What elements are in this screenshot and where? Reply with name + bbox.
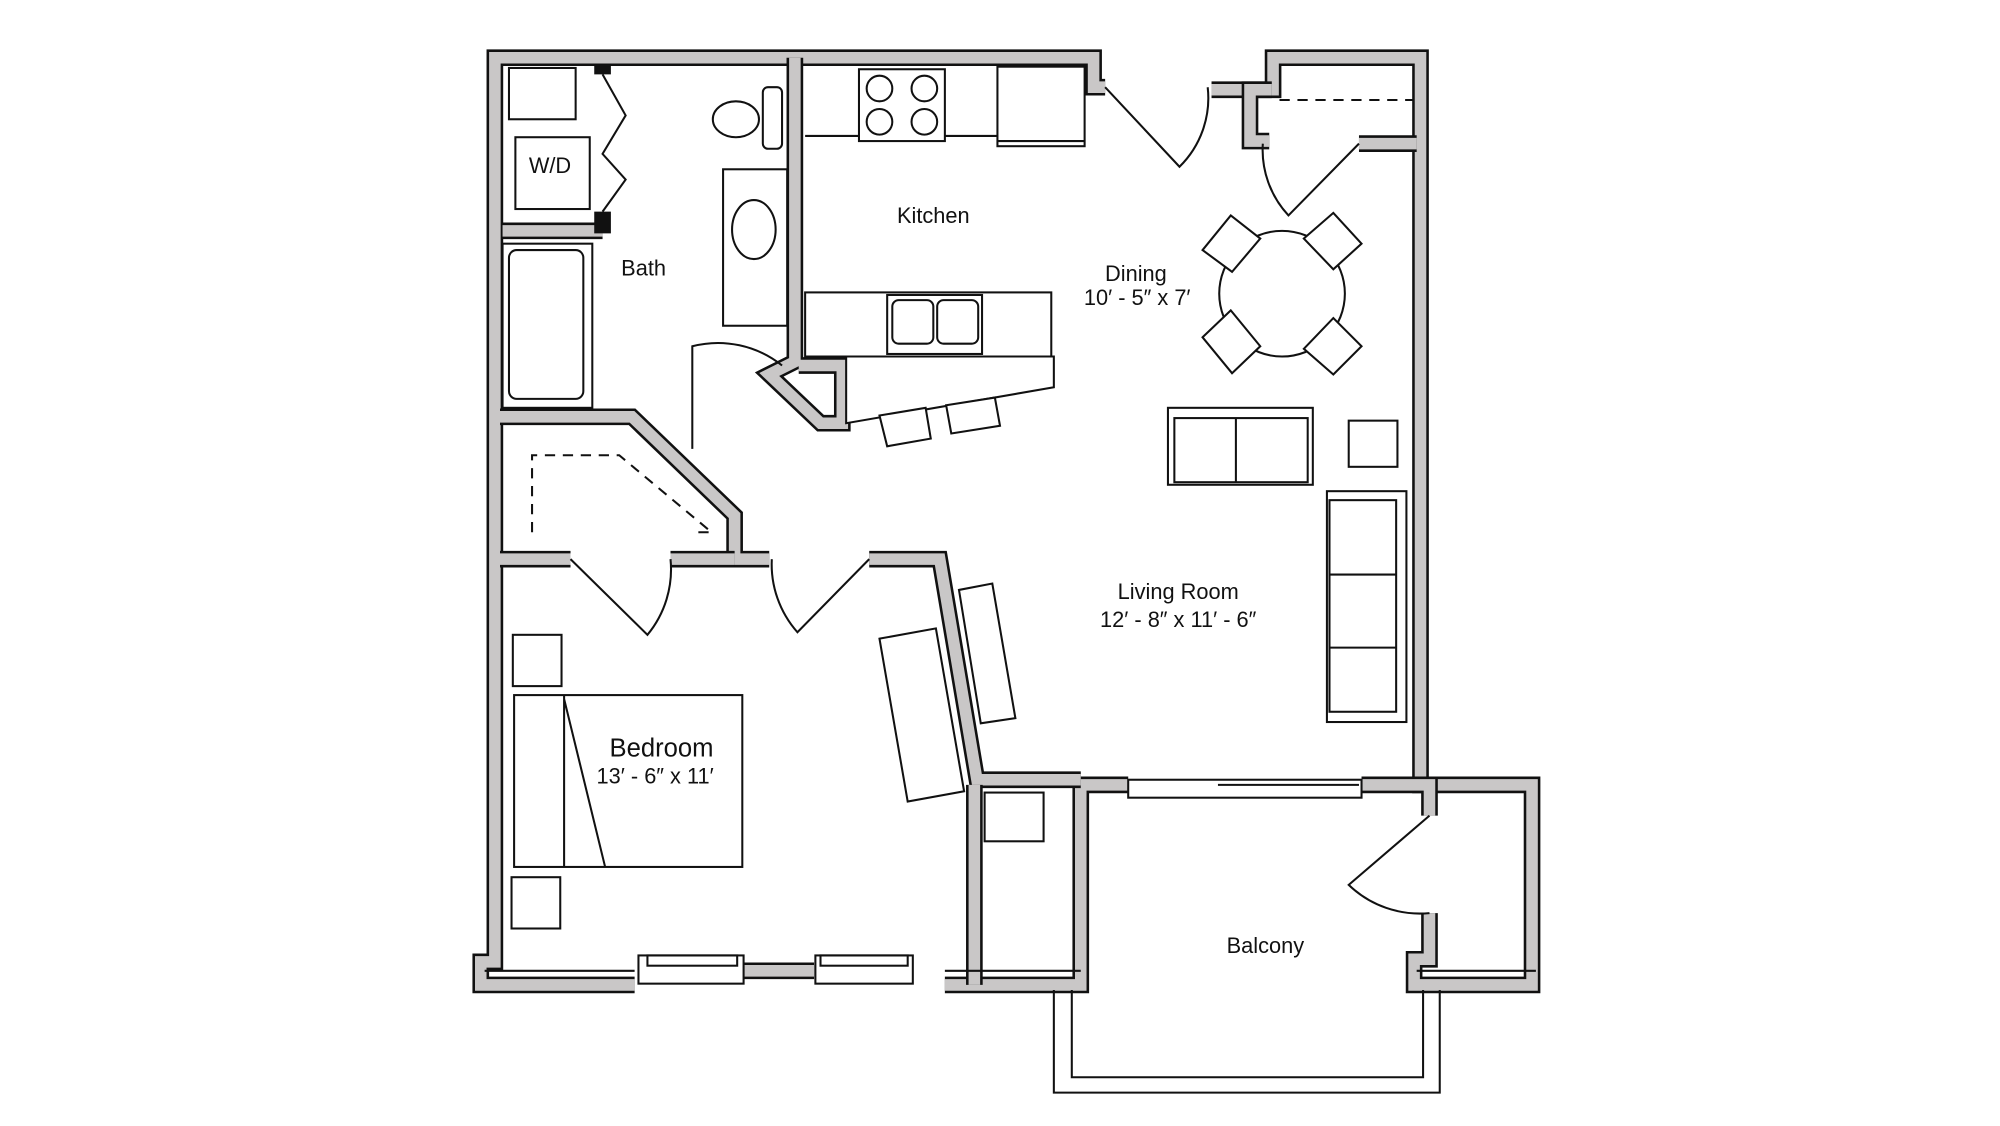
balcony-railing <box>1052 990 1441 1094</box>
doors <box>569 73 1431 915</box>
living-room-size: 12′ - 8″ x 11′ - 6″ <box>1100 607 1257 632</box>
closet-shelves <box>531 99 1413 534</box>
kitchen-fixtures <box>804 65 1086 448</box>
dining-label: Dining <box>1105 261 1167 286</box>
balcony-label: Balcony <box>1227 933 1305 958</box>
bedroom-furniture <box>510 633 1045 930</box>
walls <box>472 49 1541 994</box>
room-labels: Kitchen Bath Dining 10′ - 5″ x 7′ Living… <box>597 203 1305 958</box>
bedroom-size: 13′ - 6″ x 11′ <box>597 764 714 789</box>
wd-label: W/D <box>529 153 571 178</box>
dining-table <box>1201 211 1363 376</box>
bedroom-label: Bedroom <box>610 735 714 763</box>
living-furniture <box>878 406 1408 803</box>
fixtures: W/D <box>501 66 789 409</box>
kitchen-label: Kitchen <box>897 203 970 228</box>
bath-label: Bath <box>621 256 666 281</box>
living-room-label: Living Room <box>1118 579 1239 604</box>
dining-size: 10′ - 5″ x 7′ <box>1084 285 1191 310</box>
windows <box>484 778 1536 985</box>
